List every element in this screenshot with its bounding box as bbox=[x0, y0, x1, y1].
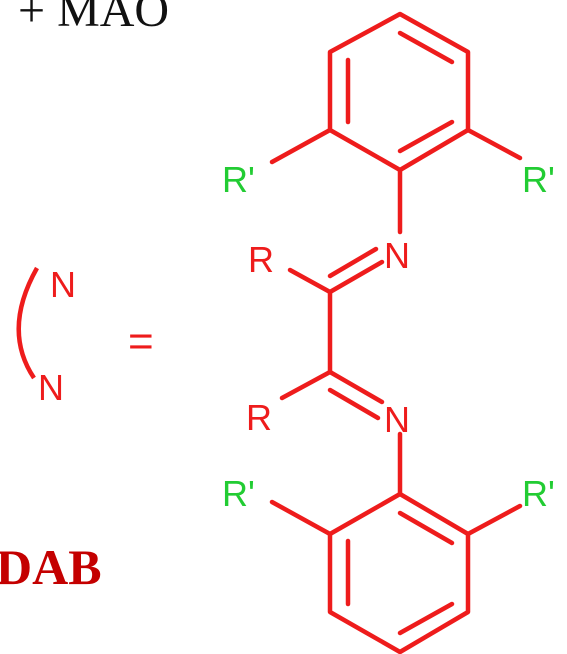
ligand-label: DAB bbox=[0, 539, 102, 595]
upper-ring-double-3 bbox=[397, 119, 455, 154]
equals-sign: = bbox=[128, 317, 154, 366]
bond-lower-rp-left bbox=[269, 499, 333, 537]
molecule-bonds bbox=[269, 11, 523, 654]
bond-lower-rp-right bbox=[465, 503, 523, 537]
chelate-arc bbox=[16, 266, 39, 380]
bond-lower-imine bbox=[327, 369, 385, 405]
chelate-n-top: N bbox=[50, 264, 76, 305]
lower-ring-double-3 bbox=[397, 601, 455, 636]
bond-upper-r bbox=[287, 267, 333, 295]
substituent-rp-upper-left: R' bbox=[222, 159, 255, 200]
substituent-rp-lower-left: R' bbox=[222, 473, 255, 514]
substituent-rp-lower-right: R' bbox=[522, 473, 555, 514]
lower-ring-double-1 bbox=[397, 510, 455, 546]
atom-n-upper: N bbox=[384, 235, 410, 276]
upper-ring-double-1 bbox=[397, 30, 455, 65]
bond-upper-imine bbox=[327, 259, 385, 295]
bond-lower-r bbox=[279, 369, 333, 401]
bond-upper-rp-right bbox=[465, 127, 523, 161]
lower-aryl-ring bbox=[327, 491, 471, 654]
upper-aryl-ring bbox=[327, 11, 471, 173]
bond-lower-imine-double bbox=[327, 387, 381, 421]
substituent-r-lower: R bbox=[246, 397, 272, 438]
chelate-n-bottom: N bbox=[38, 367, 64, 408]
atom-n-lower: N bbox=[384, 399, 410, 440]
header-text: + MAO bbox=[18, 0, 169, 37]
bond-upper-imine-double bbox=[327, 246, 379, 279]
bond-upper-rp-left bbox=[269, 127, 333, 165]
substituent-rp-upper-right: R' bbox=[522, 159, 555, 200]
substituent-r-upper: R bbox=[248, 239, 274, 280]
